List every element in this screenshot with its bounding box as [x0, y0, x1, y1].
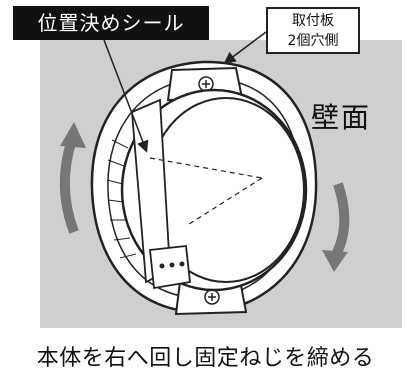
guide-line-diagonal: [185, 177, 263, 227]
seal-leader-line: [103, 39, 149, 153]
guide-line-horizontal: [149, 157, 263, 179]
wall-label: 壁面: [311, 101, 372, 134]
plate-leader-line: [223, 31, 267, 64]
mounting-plate-label-line2: 2個穴側: [287, 33, 339, 49]
rotate-left-arrow-icon: [59, 138, 79, 234]
rotate-left-arrow-head: [60, 122, 86, 148]
rotate-right-arrow-head: [322, 250, 348, 272]
mounting-plate-label: 取付板 2個穴側: [266, 7, 360, 54]
connector-block: [149, 245, 191, 290]
connector-pins: [159, 261, 185, 269]
caption: 本体を右へ回し固定ねじを締める: [36, 346, 375, 371]
positioning-seal-label: 位置決めシール: [13, 6, 209, 40]
mounting-plate-label-line1: 取付板: [292, 13, 334, 29]
plate-ribs: [106, 139, 137, 259]
screw-icon: [204, 289, 220, 305]
